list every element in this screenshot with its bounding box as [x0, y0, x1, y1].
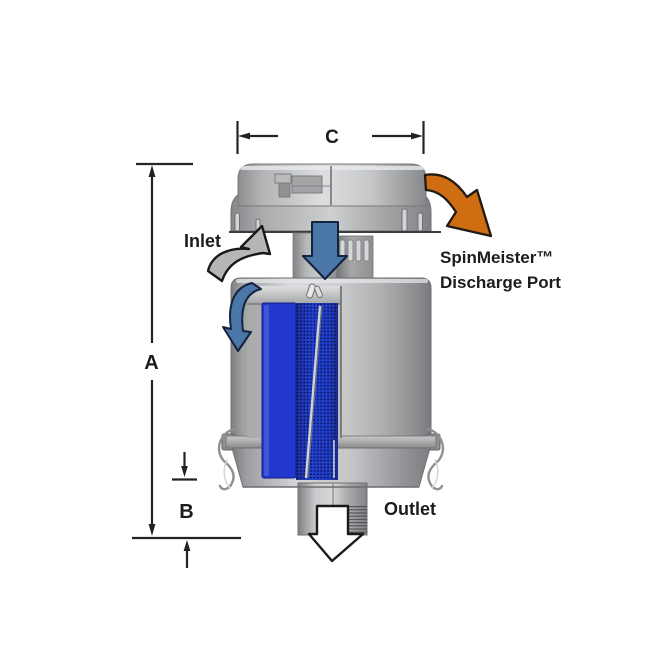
latch-wire-left — [217, 427, 236, 491]
dim-b-label: B — [179, 501, 193, 523]
inlet-swirl-arrow-icon — [206, 224, 272, 283]
outlet-arrow-icon — [307, 504, 365, 563]
dim-c-label: C — [325, 127, 339, 148]
latch-clips — [217, 427, 445, 491]
latch-wire-left-hl — [223, 459, 231, 489]
inlet-label: Inlet — [184, 231, 221, 251]
latch-wire-right-hl — [431, 459, 439, 489]
cap-dome — [237, 163, 427, 207]
cap-internal-tab — [274, 173, 292, 184]
filter-rod-shadow — [307, 305, 323, 479]
cap-pin — [417, 212, 423, 232]
main-flow-arrow-icon — [302, 221, 348, 280]
cap-internal-slot — [278, 182, 291, 198]
filter-media-highlight — [264, 305, 269, 476]
cap-internal-block — [291, 175, 323, 194]
neck-ribs — [339, 239, 370, 262]
cutaway-section — [247, 283, 342, 480]
cap-pin — [234, 212, 240, 232]
filter-spring-clip — [306, 283, 323, 299]
cap-top-highlight — [240, 166, 424, 170]
dimension-c: C — [236, 121, 425, 154]
cap-pin — [401, 208, 408, 232]
discharge-label-line2: Discharge Port — [440, 273, 561, 292]
latch-wire-right — [426, 427, 445, 491]
filter-media-panel — [261, 302, 297, 479]
dimension-a: A — [132, 162, 241, 540]
filter-rod — [304, 305, 322, 479]
discharge-arrow-icon — [423, 173, 493, 238]
dim-a-label: A — [144, 352, 158, 374]
body-top-highlight — [236, 279, 428, 283]
discharge-label-line1: SpinMeister™ — [440, 248, 553, 267]
outlet-label: Outlet — [384, 499, 436, 519]
cyclone-flow-arrow-icon — [222, 282, 262, 352]
dimension-b: B — [172, 452, 197, 568]
